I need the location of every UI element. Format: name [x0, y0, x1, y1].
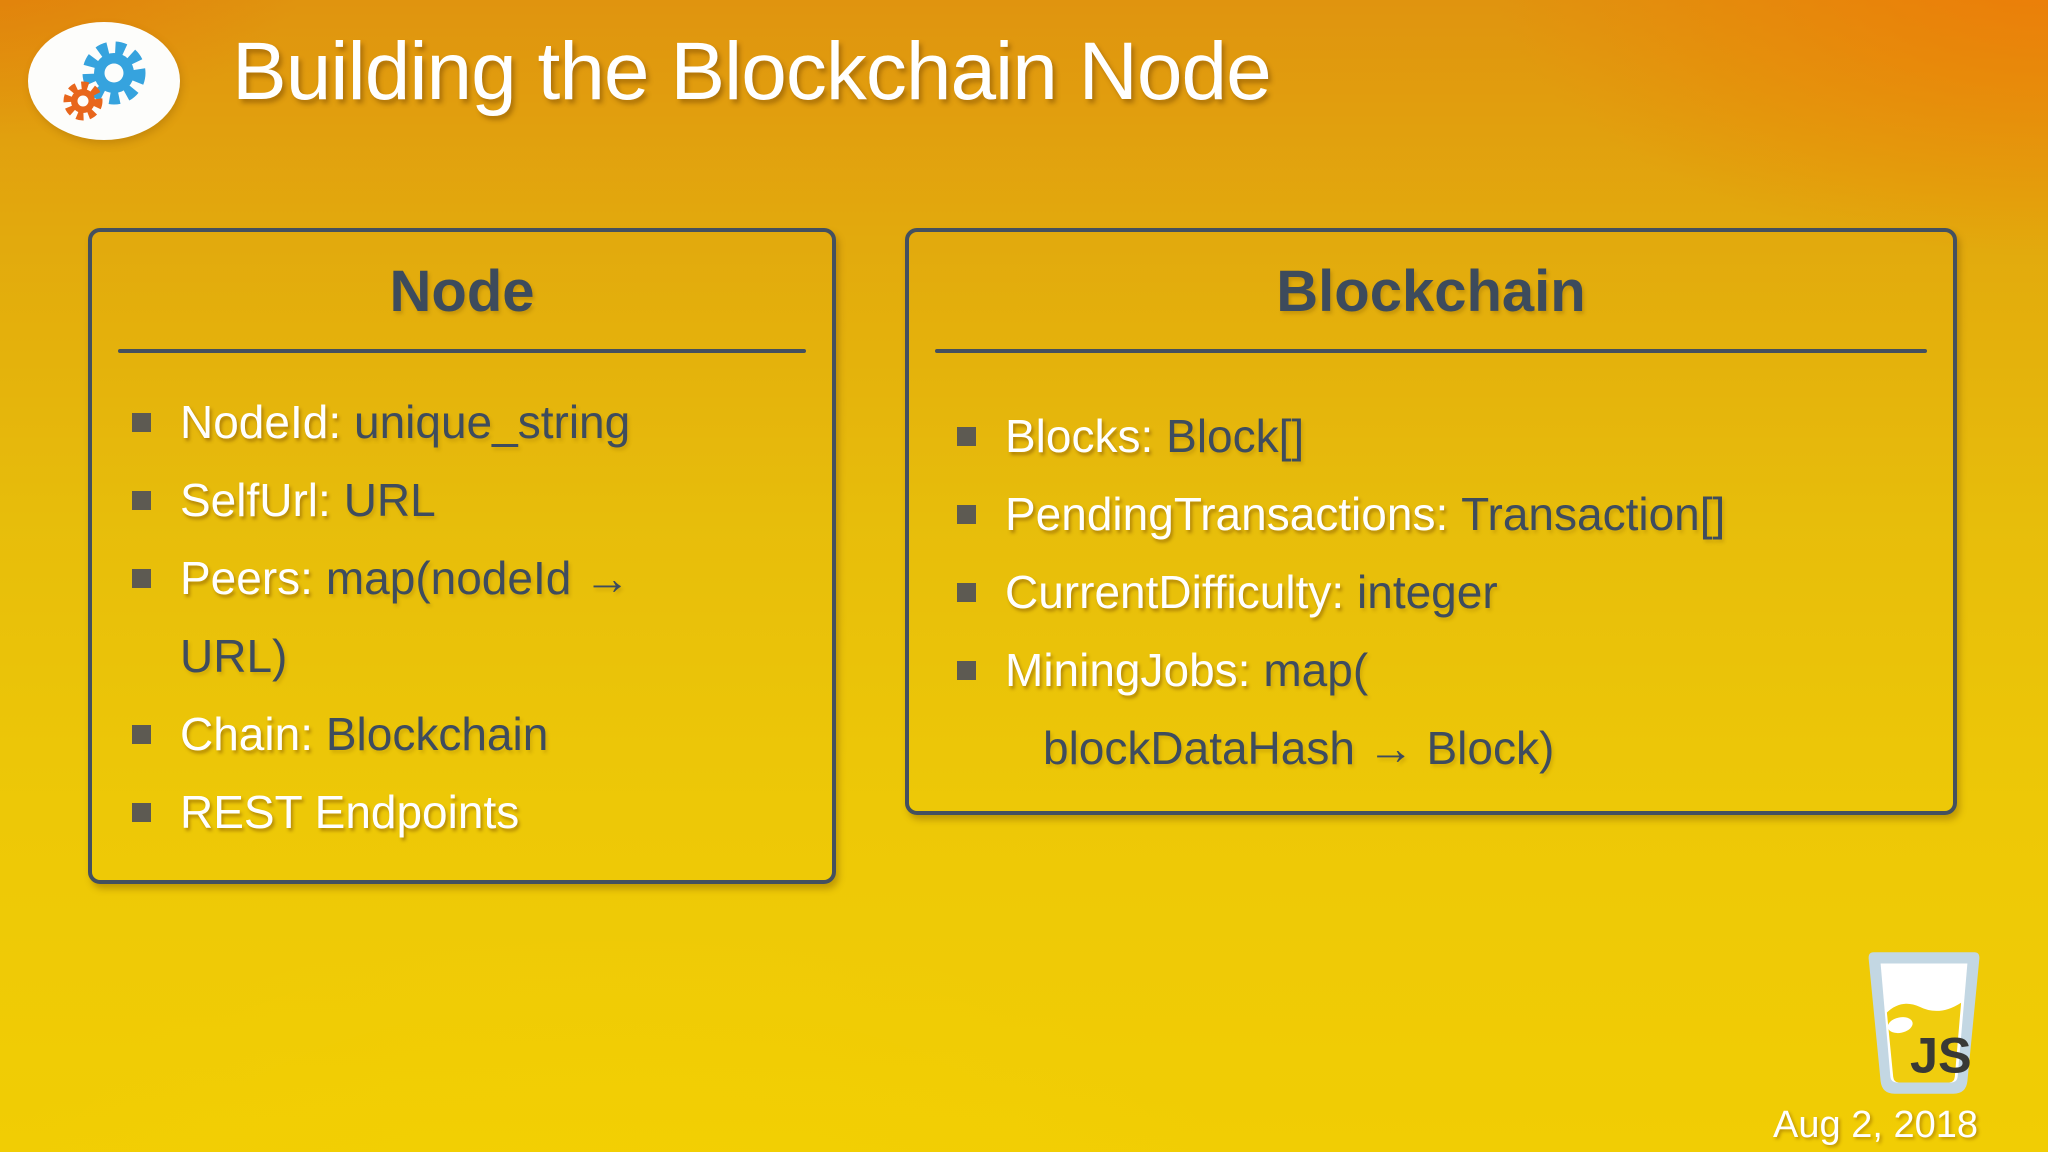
- bullet-square-icon: [132, 725, 151, 744]
- list-item: Peers:map(nodeId →URL): [132, 539, 812, 695]
- bullet-square-icon: [957, 583, 976, 602]
- list-item: PendingTransactions:Transaction[]: [957, 475, 1933, 553]
- blockchain-attribute-list: Blocks:Block[] PendingTransactions:Trans…: [909, 397, 1953, 787]
- gears-badge: [28, 22, 180, 140]
- blockchain-box-divider: [935, 349, 1927, 353]
- blockchain-box-title: Blockchain: [1276, 259, 1586, 324]
- bullet-square-icon: [957, 505, 976, 524]
- node-box-title: Node: [389, 259, 535, 324]
- bullet-square-icon: [957, 661, 976, 680]
- list-item: NodeId:unique_string: [132, 383, 812, 461]
- list-item: MiningJobs:map(blockDataHash → Block): [957, 631, 1933, 787]
- node-box-divider: [118, 349, 806, 353]
- list-item: Blocks:Block[]: [957, 397, 1933, 475]
- js-beer-logo: JS: [1854, 948, 1994, 1098]
- bullet-square-icon: [132, 491, 151, 510]
- list-item: SelfUrl:URL: [132, 461, 812, 539]
- slide-title: Building the Blockchain Node: [232, 26, 1272, 117]
- list-item: CurrentDifficulty:integer: [957, 553, 1933, 631]
- blockchain-class-box: Blockchain Blocks:Block[] PendingTransac…: [905, 228, 1957, 815]
- gears-icon: [63, 41, 146, 121]
- js-beer-glass-icon: JS: [1868, 952, 1980, 1094]
- bullet-square-icon: [132, 803, 151, 822]
- slide-date: Aug 2, 2018: [1773, 1104, 1978, 1146]
- bullet-square-icon: [132, 569, 151, 588]
- node-attribute-list: NodeId:unique_string SelfUrl:URL Peers:m…: [92, 383, 832, 851]
- bullet-square-icon: [132, 413, 151, 432]
- node-class-box: Node NodeId:unique_string SelfUrl:URL Pe…: [88, 228, 836, 884]
- list-item: REST Endpoints: [132, 773, 812, 851]
- js-logo-text: JS: [1910, 1027, 1972, 1084]
- list-item: Chain:Blockchain: [132, 695, 812, 773]
- bullet-square-icon: [957, 427, 976, 446]
